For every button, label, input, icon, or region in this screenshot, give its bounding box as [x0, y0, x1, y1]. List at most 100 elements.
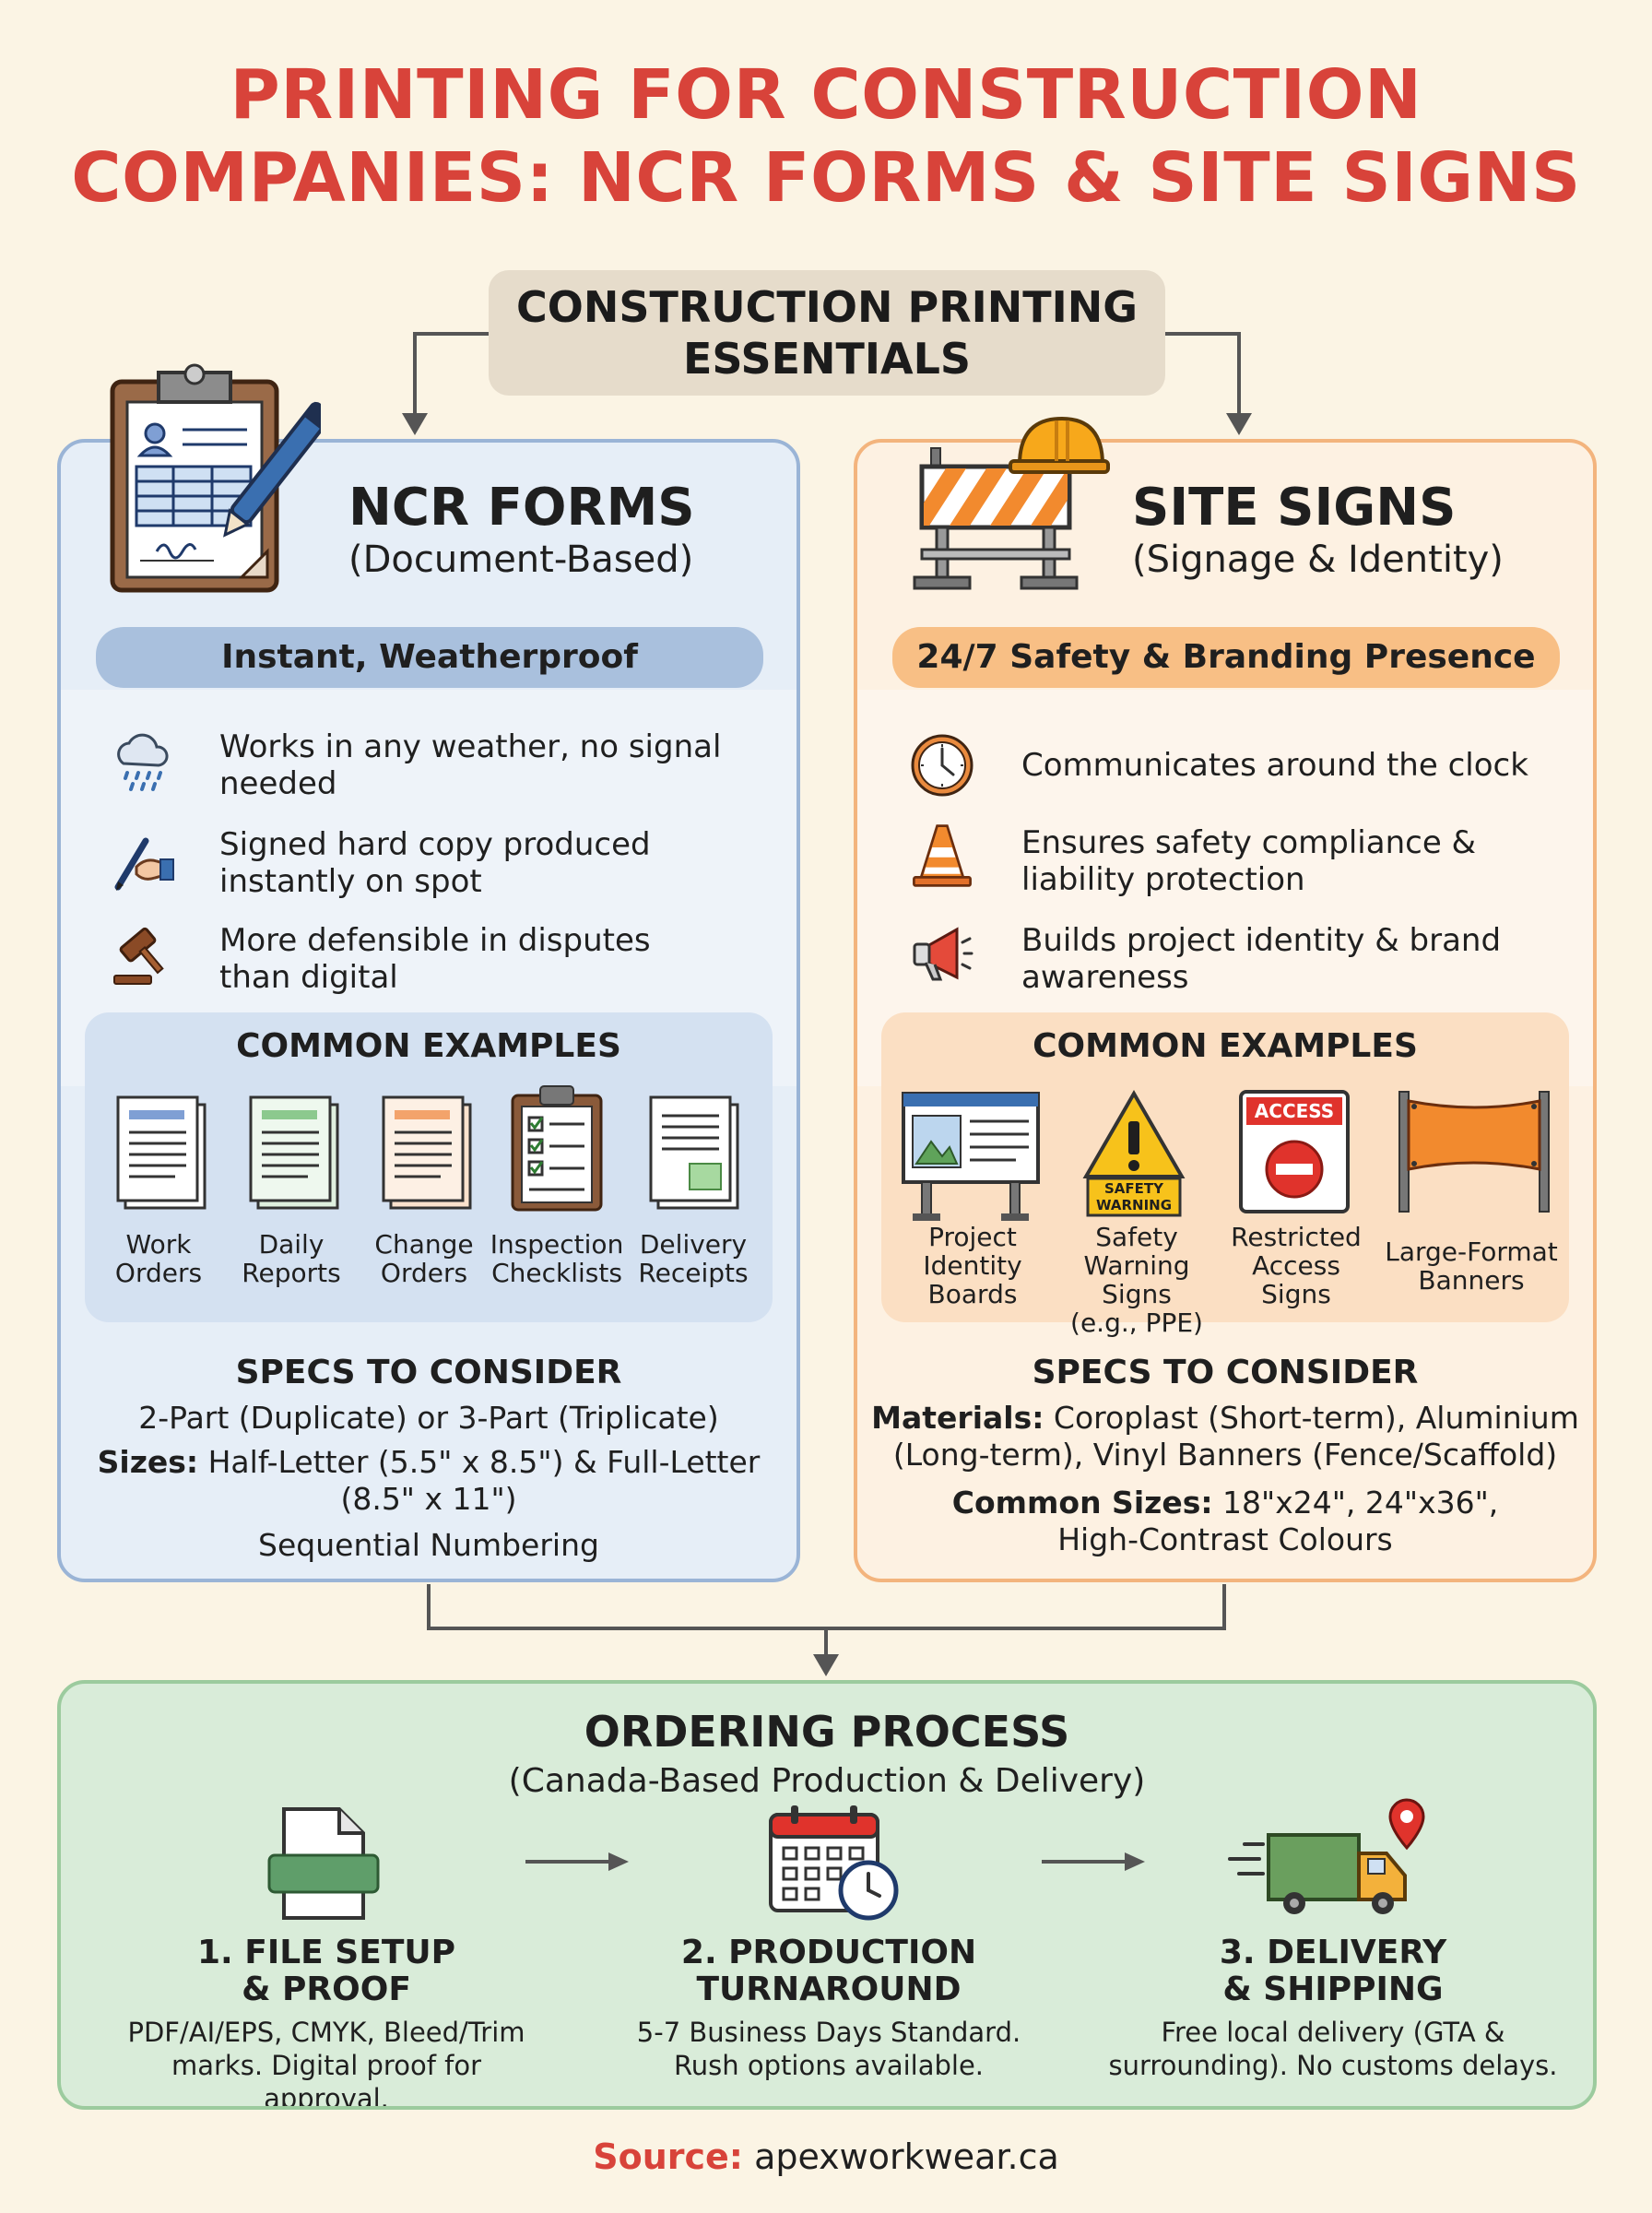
step-1-title-2: & PROOF	[242, 1970, 411, 2008]
example-restricted-access-signs-line-2: Access	[1252, 1250, 1340, 1281]
ncr-feature-1-line-1: Works in any weather, no signal	[219, 728, 722, 765]
change-orders-icon	[382, 1095, 472, 1210]
example-inspection-checklists: Inspection Checklists	[487, 1230, 627, 1287]
step-2-desc-1: 5-7 Business Days Standard.	[636, 2017, 1021, 2048]
site-feature-3: Builds project identity & brand awarenes…	[1021, 922, 1501, 996]
ncr-feature-1: Works in any weather, no signal needed	[219, 728, 721, 802]
example-banners-line-2: Banners	[1418, 1265, 1525, 1296]
ncr-feature-1-line-2: needed	[219, 765, 337, 802]
restricted-access-sign-icon: ACCESS	[1239, 1090, 1350, 1213]
ncr-feature-2-line-2: instantly on spot	[219, 863, 482, 900]
site-feature-1: Communicates around the clock	[1021, 747, 1528, 784]
site-specs-title: SPECS TO CONSIDER	[1032, 1354, 1419, 1391]
barricade-hard-hat-icon	[913, 416, 1110, 590]
rain-cloud-icon	[117, 733, 169, 791]
source-line: Source: apexworkwear.ca	[0, 2136, 1652, 2178]
ncr-spec-sizes: Sizes: Half-Letter (5.5" x 8.5") & Full-…	[61, 1444, 796, 1481]
inspection-checklist-icon	[511, 1085, 603, 1212]
megaphone-icon	[913, 927, 974, 981]
ncr-feature-3-line-1: More defensible in disputes	[219, 922, 651, 959]
ncr-common-examples: COMMON EXAMPLES	[85, 1012, 773, 1322]
example-safety-warning-signs-line-2: Warning Signs	[1083, 1250, 1190, 1309]
safety-warning-sign-icon: SAFETY WARNING	[1082, 1090, 1186, 1217]
safety-sign-text-1: SAFETY	[1104, 1180, 1164, 1197]
work-orders-icon	[116, 1095, 206, 1210]
site-spec-materials: Materials: Coroplast (Short-term), Alumi…	[857, 1400, 1593, 1437]
site-signs-panel: SITE SIGNS (Signage & Identity) 24/7 Saf…	[854, 439, 1597, 1582]
site-spec-materials-line-2: (Long-term), Vinyl Banners (Fence/Scaffo…	[892, 1437, 1558, 1473]
ncr-feature-3: More defensible in disputes than digital	[219, 922, 651, 996]
step-2-title-2: TURNAROUND	[696, 1970, 962, 2008]
site-feature-3-line-1: Builds project identity & brand	[1021, 922, 1502, 959]
site-tagline: 24/7 Safety & Branding Presence	[892, 627, 1560, 688]
site-common-examples: COMMON EXAMPLES SAFETY WARNING ACCESS	[881, 1012, 1569, 1337]
example-work-orders: Work Orders	[92, 1230, 225, 1287]
ncr-examples-title: COMMON EXAMPLES	[236, 1027, 621, 1065]
site-subtitle: (Signage & Identity)	[1132, 538, 1504, 581]
step-2-desc-2: Rush options available.	[673, 2050, 985, 2081]
site-feature-1-line-1: Communicates around the clock	[1021, 747, 1528, 784]
step-1-desc-2: marks. Digital proof for approval.	[171, 2050, 482, 2110]
clock-icon	[911, 734, 974, 797]
example-delivery-receipts-line-1: Delivery	[639, 1229, 748, 1260]
traffic-cone-icon	[913, 824, 972, 887]
ncr-specs: SPECS TO CONSIDER 2-Part (Duplicate) or …	[61, 1339, 796, 1579]
example-change-orders-line-2: Orders	[380, 1258, 468, 1288]
example-work-orders-line-1: Work	[125, 1229, 192, 1260]
delivery-receipts-icon	[649, 1095, 739, 1210]
signing-hand-icon	[114, 837, 174, 891]
example-daily-reports-line-1: Daily	[258, 1229, 324, 1260]
step-3-desc: Free local delivery (GTA & surrounding).…	[1103, 2016, 1564, 2082]
example-daily-reports: Daily Reports	[225, 1230, 358, 1287]
access-sign-text: ACCESS	[1255, 1100, 1334, 1122]
ncr-title: NCR FORMS	[348, 478, 695, 538]
ncr-spec-parts: 2-Part (Duplicate) or 3-Part (Triplicate…	[138, 1400, 719, 1436]
example-restricted-access-signs-line-3: Signs	[1261, 1279, 1331, 1309]
ncr-feature-2-line-1: Signed hard copy produced	[219, 826, 651, 863]
ncr-feature-3-line-2: than digital	[219, 959, 398, 996]
step-3-title-2: & SHIPPING	[1222, 1970, 1444, 2008]
delivery-truck-icon	[1228, 1798, 1425, 1914]
step-1-desc: PDF/AI/EPS, CMYK, Bleed/Trim marks. Digi…	[105, 2016, 548, 2110]
site-feature-2-line-2: liability protection	[1021, 861, 1305, 898]
ordering-process-panel: ORDERING PROCESS (Canada-Based Productio…	[57, 1680, 1597, 2110]
step-3-desc-1: Free local delivery (GTA &	[1161, 2017, 1505, 2048]
source-label: Source:	[593, 2136, 743, 2177]
step-production: 2. PRODUCTION TURNAROUND 5-7 Business Da…	[603, 1935, 1055, 2082]
site-spec-sizes-line-1: 18"x24", 24"x36",	[1212, 1485, 1499, 1521]
step-file-setup: 1. FILE SETUP & PROOF PDF/AI/EPS, CMYK, …	[105, 1935, 548, 2110]
ncr-feature-2: Signed hard copy produced instantly on s…	[219, 826, 651, 900]
site-spec-materials-line-1: Coroplast (Short-term), Aluminium	[1044, 1400, 1579, 1436]
example-inspection-checklists-line-2: Checklists	[491, 1258, 622, 1288]
gavel-icon	[113, 927, 164, 985]
ordering-title: ORDERING PROCESS	[584, 1707, 1070, 1757]
ncr-spec-sizes-label: Sizes:	[97, 1444, 199, 1480]
example-identity-boards-line-2: Identity	[923, 1250, 1022, 1281]
ncr-specs-title: SPECS TO CONSIDER	[235, 1354, 622, 1391]
example-identity-boards: Project Identity Boards	[894, 1223, 1051, 1308]
example-delivery-receipts: Delivery Receipts	[627, 1230, 760, 1287]
example-safety-warning-signs: Safety Warning Signs (e.g., PPE)	[1045, 1223, 1228, 1337]
essentials-box: CONSTRUCTION PRINTING ESSENTIALS	[489, 270, 1165, 396]
source-value: apexworkwear.ca	[742, 2136, 1059, 2177]
site-feature-2: Ensures safety compliance & liability pr…	[1021, 824, 1476, 898]
example-restricted-access-signs-line-1: Restricted	[1231, 1222, 1362, 1252]
site-specs: SPECS TO CONSIDER Materials: Coroplast (…	[857, 1339, 1593, 1579]
site-spec-sizes-line-2: High-Contrast Colours	[1057, 1521, 1393, 1557]
site-title: SITE SIGNS	[1132, 478, 1457, 538]
site-feature-3-line-2: awareness	[1021, 959, 1189, 996]
example-daily-reports-line-2: Reports	[242, 1258, 341, 1288]
site-spec-sizes-label: Common Sizes:	[951, 1485, 1213, 1521]
step-3-title-1: 3. DELIVERY	[1219, 1934, 1447, 1971]
ncr-spec-numbering: Sequential Numbering	[258, 1527, 599, 1563]
daily-reports-icon	[249, 1095, 339, 1210]
ncr-spec-sizes-line-2: (8.5" x 11")	[340, 1481, 517, 1517]
step-arrow-1	[525, 1852, 629, 1871]
example-change-orders-line-1: Change	[374, 1229, 474, 1260]
example-banners-line-1: Large-Format	[1385, 1237, 1558, 1267]
ncr-spec-sizes-line-1: Half-Letter (5.5" x 8.5") & Full-Letter	[198, 1444, 761, 1480]
essentials-line-2: ESSENTIALS	[682, 334, 972, 384]
safety-sign-text-2: WARNING	[1096, 1197, 1172, 1213]
step-2-desc: 5-7 Business Days Standard. Rush options…	[603, 2016, 1055, 2082]
